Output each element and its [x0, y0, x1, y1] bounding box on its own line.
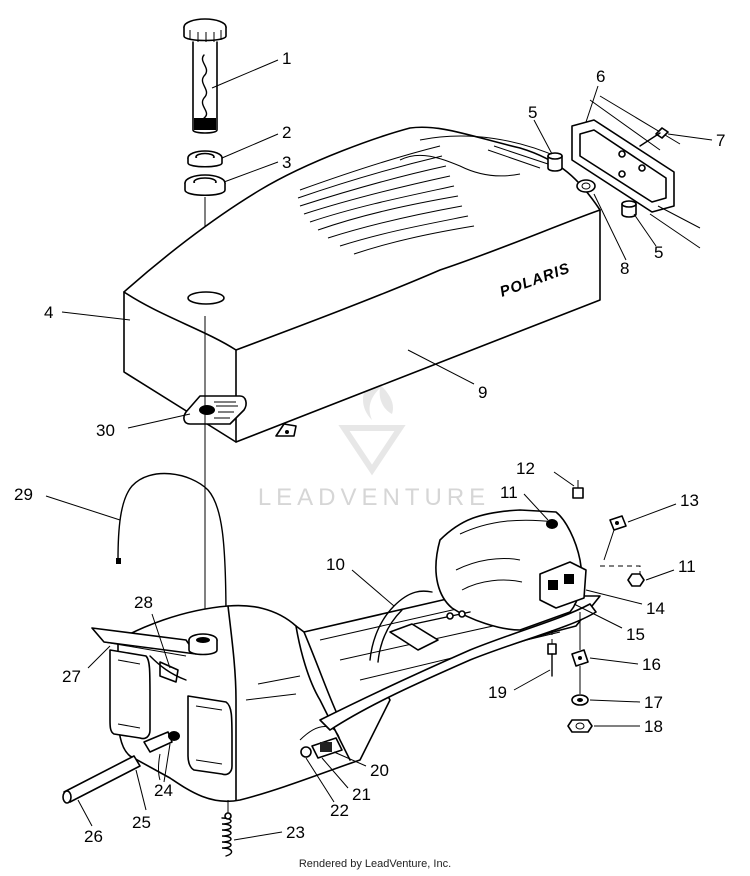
nut-11-right — [600, 565, 645, 587]
nut-11-upper — [546, 519, 558, 529]
clip-16 — [571, 649, 589, 667]
callout-10: 10 — [326, 555, 345, 574]
fastener-12 — [572, 480, 584, 499]
callout-28: 28 — [134, 593, 153, 612]
callout-29: 29 — [14, 485, 33, 504]
callout-26: 26 — [84, 827, 103, 846]
callout-25: 25 — [132, 813, 151, 832]
callout-24: 24 — [154, 781, 173, 800]
grommet-3 — [184, 174, 226, 197]
fitting-24-25 — [143, 731, 180, 781]
tank-side-pad-left — [109, 649, 151, 740]
callout-22: 22 — [330, 801, 349, 820]
clip-13 — [603, 515, 627, 561]
bolt-19 — [547, 630, 557, 677]
callout-3: 3 — [282, 153, 291, 172]
callout-11-right: 11 — [678, 557, 696, 576]
leader-lines — [45, 59, 713, 841]
watermark-text: LEADVENTURE — [258, 484, 490, 511]
callout-6: 6 — [596, 67, 605, 86]
callout-15: 15 — [626, 625, 645, 644]
callout-20: 20 — [370, 761, 389, 780]
bolt-7 — [639, 127, 669, 147]
callout-5-lower: 5 — [654, 243, 663, 262]
nut-18 — [567, 719, 593, 733]
callout-5-upper: 5 — [528, 103, 537, 122]
callout-4: 4 — [44, 303, 53, 322]
callout-8: 8 — [620, 259, 629, 278]
spacer-5-upper — [547, 152, 563, 172]
callout-19: 19 — [488, 683, 507, 702]
callout-30: 30 — [96, 421, 115, 440]
washer-17 — [571, 694, 589, 706]
callout-16: 16 — [642, 655, 661, 674]
tank-side-pad-right — [187, 695, 233, 776]
spacer-5-lower — [621, 200, 637, 218]
callout-13: 13 — [680, 491, 699, 510]
callout-18: 18 — [644, 717, 663, 736]
callout-17: 17 — [644, 693, 663, 712]
latch-28 — [149, 655, 187, 683]
callout-7: 7 — [716, 131, 725, 150]
rear-bracket — [571, 95, 701, 249]
grommet-2 — [187, 150, 223, 168]
seat-assembly: POLARIS — [123, 126, 601, 443]
callout-23: 23 — [286, 823, 305, 842]
mount-bracket-30 — [183, 395, 247, 425]
filler-neck-cap — [183, 18, 227, 134]
callout-1: 1 — [282, 49, 291, 68]
callout-11-upper: 11 — [500, 483, 518, 502]
spring-23 — [221, 800, 233, 857]
callout-12: 12 — [516, 459, 535, 478]
callout-9: 9 — [478, 383, 487, 402]
bushing-8 — [576, 179, 596, 193]
render-credit: Rendered by LeadVenture, Inc. — [298, 858, 452, 870]
callout-14: 14 — [646, 599, 665, 618]
fuel-line-26 — [62, 755, 141, 804]
cable-29 — [116, 472, 228, 623]
callout-21: 21 — [352, 785, 371, 804]
lever-plate — [389, 610, 471, 651]
console-14-15 — [435, 509, 587, 631]
valve-20-21-22 — [300, 737, 343, 759]
callout-27: 27 — [62, 667, 81, 686]
callout-2: 2 — [282, 123, 291, 142]
tank-neck — [188, 633, 218, 656]
